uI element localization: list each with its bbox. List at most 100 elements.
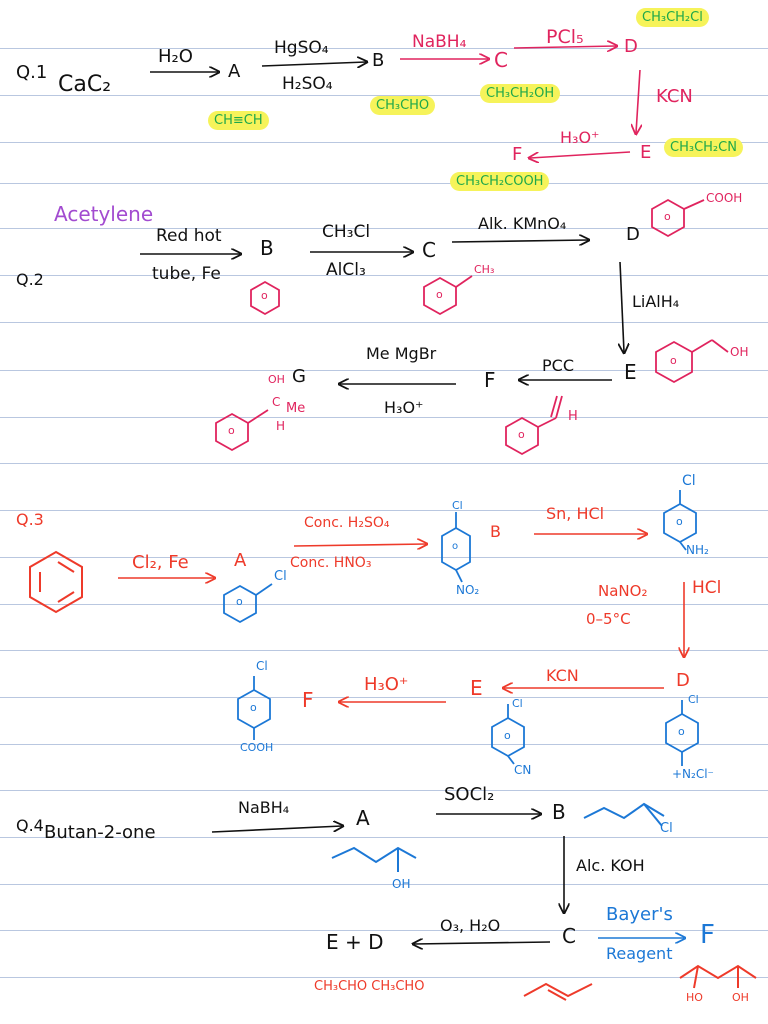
q3-ring-d-center: o [678, 725, 685, 738]
q2-label-e: E [624, 360, 637, 384]
q3-label-d: D [676, 670, 690, 691]
q3-c-top: Cl [682, 473, 696, 489]
rule-line [0, 275, 768, 276]
q3-ring-a-center: o [236, 595, 243, 608]
q4-reagent-1: NaBH₄ [238, 798, 290, 817]
q1-arrow-4 [513, 46, 616, 48]
q1-reagent-6: H₃O⁺ [560, 128, 600, 147]
q1-label-e: E [640, 142, 652, 163]
q3-ring-c-bottom [679, 541, 687, 551]
q3-reagent-5: KCN [546, 666, 579, 685]
rule-line [0, 510, 768, 511]
q3-b-bottom: NO₂ [456, 583, 480, 597]
q2-g-carbon: C [272, 395, 281, 409]
q3-e-top: Cl [512, 697, 523, 710]
q3-d-top: Cl [688, 693, 699, 706]
q4-reagent-3: Alc. KOH [576, 856, 645, 875]
rule-line [0, 463, 768, 464]
q4-f-oh: OH [732, 991, 749, 1004]
q4-b-cl: Cl [660, 821, 673, 836]
q3-f-bottom: COOH [240, 741, 274, 754]
q2-reagent-2-bottom: AlCl₃ [326, 260, 366, 280]
q3-benzene-double [57, 591, 75, 603]
q3-f-top: Cl [256, 659, 268, 673]
q2-ring-d-center: o [664, 210, 671, 223]
q4-label-f: F [700, 920, 715, 950]
q4-reagent-5-top: Bayer's [606, 904, 673, 925]
q3-arrow-2 [293, 544, 426, 546]
rule-line [0, 48, 768, 49]
q2-reagent-2-top: CH₃Cl [322, 222, 371, 242]
q2-reagent-1-top: Red hot [156, 226, 222, 246]
q3-ring-a [223, 584, 257, 624]
q1-name-f: CH₃CH₂COOH [450, 172, 550, 191]
q2-c-substituent: CH₃ [474, 263, 495, 276]
rule-line [0, 228, 768, 229]
q1-name-c: CH₃CH₂OH [480, 84, 561, 103]
rule-line [0, 604, 768, 605]
q3-ring-e-bottom [507, 755, 515, 765]
q2-arrow-3 [451, 240, 588, 242]
q4-label-c: C [562, 924, 576, 948]
q2-label-g: G [292, 366, 306, 387]
q3-a-substituent: Cl [274, 569, 287, 584]
q3-ring-c-center: o [676, 515, 683, 528]
q1-reagent-2-top: HgSO₄ [274, 38, 329, 58]
q2-f-substituent: H [568, 409, 578, 424]
q2-g-methyl: Me [286, 401, 306, 416]
q2-g-oh: OH [268, 373, 285, 386]
rule-line [0, 322, 768, 323]
q2-g-bond [247, 409, 269, 424]
q2-g-hydrogen: H [276, 419, 286, 433]
q2-ring-g-center: o [228, 424, 235, 437]
q4-number: Q.4 [16, 816, 44, 835]
q4-reactant: Butan-2-one [44, 822, 156, 843]
q2-reagent-4: LiAlH₄ [632, 292, 680, 311]
q2-ring-f-center: o [518, 428, 525, 441]
rule-line [0, 370, 768, 371]
q4-reagent-2: SOCl₂ [444, 784, 495, 805]
q1-name-e: CH₃CH₂CN [664, 138, 743, 157]
q1-label-d: D [624, 36, 638, 57]
q1-name-d: CH₃CH₂Cl [636, 8, 709, 27]
q3-b-top: Cl [452, 499, 463, 512]
q2-reagent-3: Alk. KMnO₄ [478, 214, 567, 233]
q4-reagent-4: O₃, H₂O [440, 916, 501, 935]
q3-label-e: E [470, 676, 483, 700]
q4-arrow-1 [211, 826, 342, 833]
rule-line [0, 95, 768, 96]
q3-reagent-3: Sn, HCl [546, 504, 605, 523]
q4-structure-f [679, 964, 757, 980]
q3-ring-b-center: o [452, 541, 459, 552]
q2-reagent-6-top: Me MgBr [366, 344, 437, 363]
rule-line [0, 697, 768, 698]
rule-line [0, 837, 768, 838]
q3-reagent-1: Cl₂, Fe [132, 552, 189, 573]
q1-name-a: CH≡CH [208, 111, 269, 130]
q3-reagent-2-bottom: Conc. HNO₃ [290, 555, 372, 571]
q2-ring-b-center: o [261, 289, 268, 302]
q1-label-f: F [512, 144, 523, 165]
q2-ring-e-center: o [670, 354, 677, 367]
q2-f-bond [555, 395, 563, 419]
q2-ring-c-center: o [436, 288, 443, 301]
rule-line [0, 884, 768, 885]
q2-reagent-6-bottom: H₃O⁺ [384, 398, 424, 417]
rule-line [0, 790, 768, 791]
q4-structure-c [523, 982, 593, 998]
q3-ring-b-bottom [455, 569, 463, 583]
q2-f-bond [550, 395, 558, 418]
q1-reagent-1: H₂O [158, 46, 193, 67]
q2-ring-b [250, 280, 280, 316]
q2-label-b: B [260, 236, 274, 260]
q2-e-bond [711, 339, 729, 353]
q3-benzene [29, 550, 83, 614]
q1-arrow-6 [530, 151, 631, 158]
q3-ring-e-center: o [504, 729, 511, 742]
q2-f-bond [537, 417, 557, 428]
q1-label-b: B [372, 50, 385, 71]
q2-label-f: F [484, 368, 496, 392]
q4-a-oh: OH [392, 877, 411, 891]
q1-label-a: A [228, 61, 241, 82]
